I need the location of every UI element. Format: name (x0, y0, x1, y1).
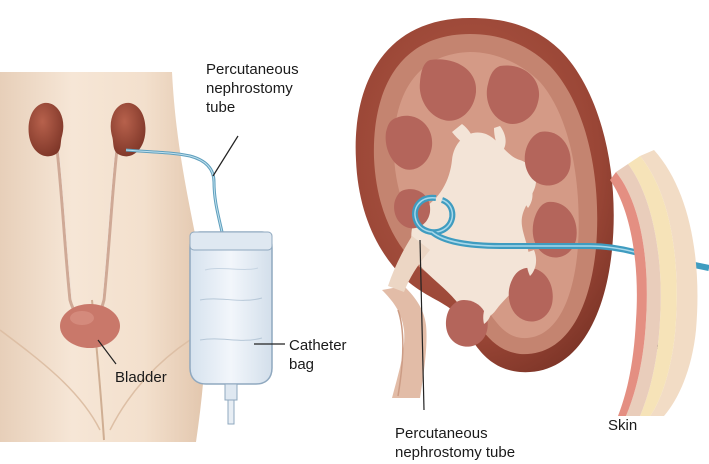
catheter-bag (190, 232, 272, 384)
label-line: nephrostomy (206, 79, 299, 98)
label-catheter-bag: Catheter bag (289, 336, 347, 374)
label-line: bag (289, 355, 347, 374)
skin-layers (610, 150, 697, 416)
label-bladder: Bladder (115, 368, 167, 387)
ureter-main (382, 286, 427, 398)
bag-drain-valve (225, 384, 237, 400)
bag-top-band (190, 232, 272, 250)
bag-drain-spout (228, 400, 234, 424)
label-line: tube (206, 98, 299, 117)
bladder-shape (60, 304, 120, 348)
leader-tube-back (213, 136, 238, 176)
bladder-highlight (70, 311, 94, 325)
label-line: Percutaneous (206, 60, 299, 79)
label-line: nephrostomy tube (395, 443, 515, 462)
label-nephrostomy-tube-back: Percutaneous nephrostomy tube (206, 60, 299, 117)
label-line: Percutaneous (395, 424, 515, 443)
label-skin: Skin (608, 416, 637, 435)
label-line: Catheter (289, 336, 347, 355)
label-nephrostomy-tube-kidney: Percutaneous nephrostomy tube (395, 424, 515, 462)
